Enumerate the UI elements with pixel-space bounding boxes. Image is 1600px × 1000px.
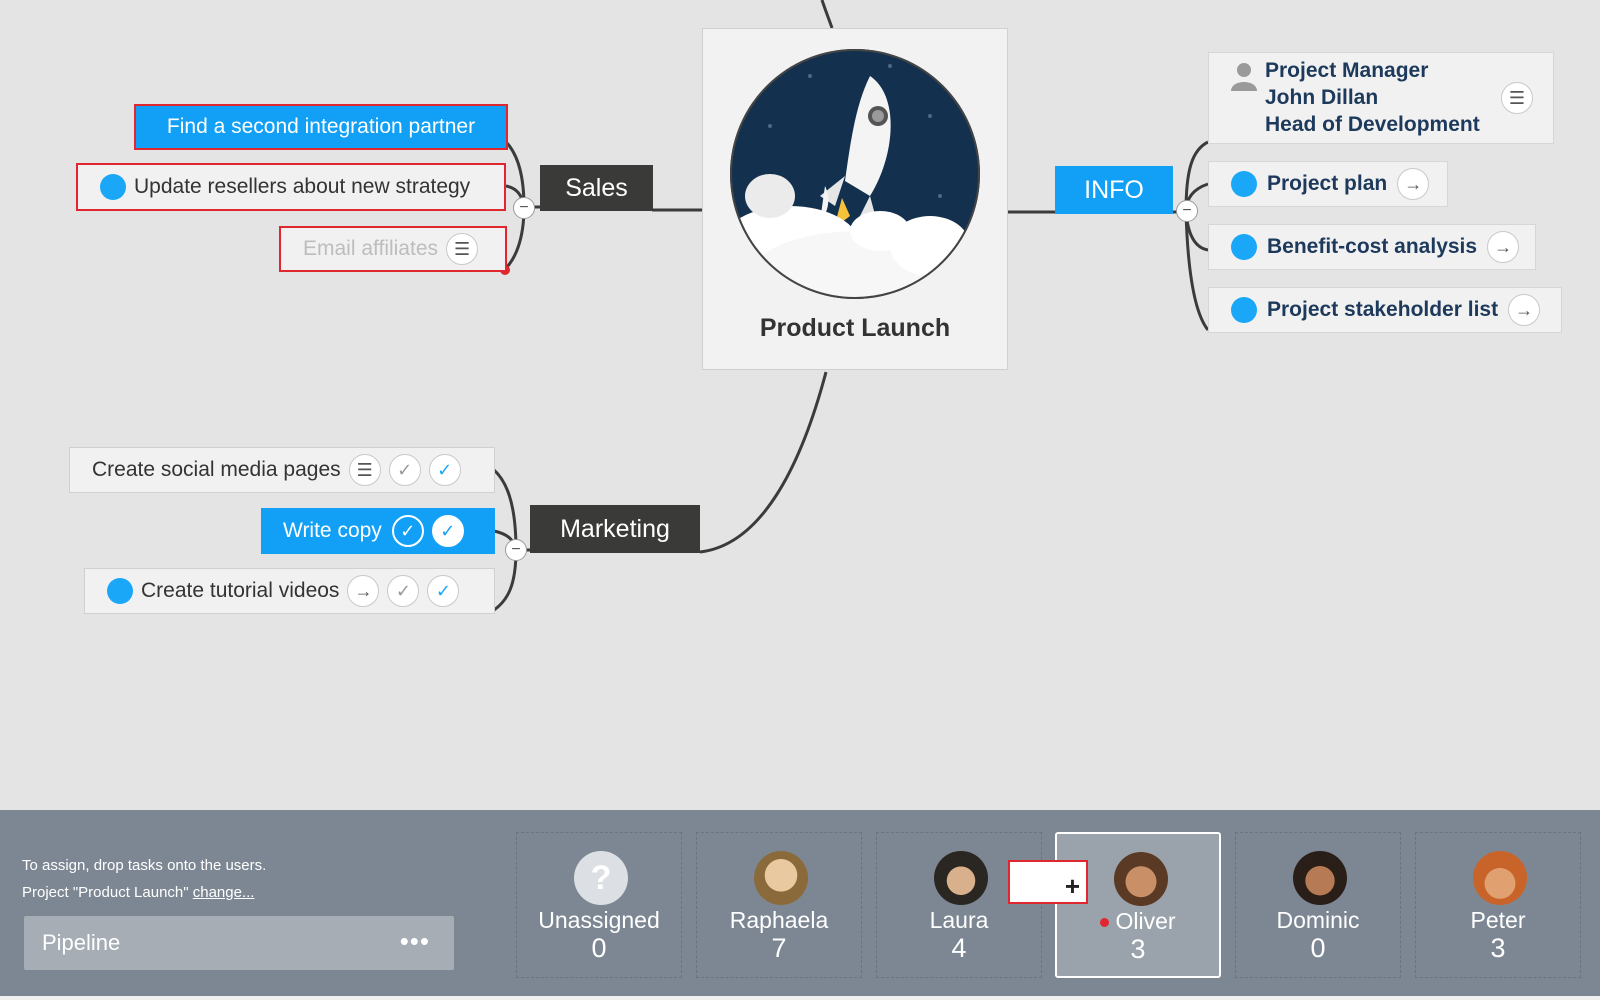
user-name: Unassigned xyxy=(538,907,660,933)
avatar xyxy=(754,851,808,905)
task-label: Find a second integration partner xyxy=(166,115,476,138)
avatar xyxy=(1114,852,1168,906)
pipeline-selector[interactable]: Pipeline ••• xyxy=(24,916,454,970)
status-dot-icon xyxy=(1231,297,1257,323)
arrow-right-icon[interactable]: → xyxy=(1397,168,1430,200)
hint-line: Project "Product Launch" change... xyxy=(22,879,266,906)
category-sales[interactable]: Sales xyxy=(540,165,653,211)
status-dot-icon xyxy=(100,174,126,200)
dragged-task-ghost: + xyxy=(1008,860,1088,904)
task-email-affiliates[interactable]: Email affiliates ☰ xyxy=(279,226,507,272)
pipeline-label: Pipeline xyxy=(42,930,121,955)
contact-line: John Dillan xyxy=(1265,86,1379,109)
user-name-text: Oliver xyxy=(1115,908,1176,934)
check-icon[interactable]: ✓ xyxy=(387,575,420,607)
more-options-icon[interactable]: ••• xyxy=(399,926,430,956)
user-name: Laura xyxy=(929,907,989,933)
user-task-count: 0 xyxy=(1310,933,1326,963)
info-item-stakeholder-list[interactable]: Project stakeholder list → xyxy=(1208,287,1562,333)
check-icon[interactable]: ✓ xyxy=(388,454,421,486)
check-complete-icon[interactable]: ✓ xyxy=(427,575,460,607)
central-node-title: Product Launch xyxy=(759,314,951,342)
user-oliver[interactable]: Oliver 3 xyxy=(1055,832,1221,978)
contact-line: Head of Development xyxy=(1265,113,1480,136)
user-name: Oliver xyxy=(1057,908,1219,935)
info-item-label: Benefit-cost analysis xyxy=(1267,235,1478,258)
collapse-sales-icon[interactable]: − xyxy=(513,197,535,219)
check-icon[interactable]: ✓ xyxy=(391,515,424,547)
hint-project: Project "Product Launch" xyxy=(22,884,193,901)
question-icon: ? xyxy=(574,851,628,905)
check-complete-icon[interactable]: ✓ xyxy=(428,454,461,486)
check-complete-icon[interactable]: ✓ xyxy=(431,515,464,547)
user-dominic[interactable]: Dominic 0 xyxy=(1235,832,1401,978)
user-task-count: 3 xyxy=(1490,933,1506,963)
task-write-copy[interactable]: Write copy ✓ ✓ xyxy=(261,508,495,554)
task-label: Create social media pages xyxy=(92,458,341,481)
category-label: Marketing xyxy=(560,514,670,543)
connector-top xyxy=(820,0,834,29)
contact-line: Project Manager xyxy=(1265,59,1429,82)
hint-line: To assign, drop tasks onto the users. xyxy=(22,857,267,874)
user-unassigned[interactable]: ? Unassigned 0 xyxy=(516,832,682,978)
assign-hint: To assign, drop tasks onto the users. Pr… xyxy=(22,852,266,906)
plus-icon: + xyxy=(1064,871,1080,901)
assignment-panel: To assign, drop tasks onto the users. Pr… xyxy=(0,810,1600,1000)
contact-card[interactable]: Project Manager John Dillan Head of Deve… xyxy=(1208,52,1554,144)
category-label: Sales xyxy=(565,173,628,202)
notes-icon[interactable]: ☰ xyxy=(348,454,381,486)
status-dot-icon xyxy=(1231,234,1257,260)
change-project-link[interactable]: change... xyxy=(192,884,255,901)
user-name: Dominic xyxy=(1276,907,1360,933)
status-dot-icon xyxy=(107,578,133,604)
connector-marketing xyxy=(699,371,828,554)
category-info[interactable]: INFO xyxy=(1055,166,1173,214)
collapse-marketing-icon[interactable]: − xyxy=(505,539,527,561)
user-task-count: 4 xyxy=(951,933,967,963)
collapse-info-icon[interactable]: − xyxy=(1176,200,1198,222)
person-icon xyxy=(1231,63,1257,91)
notes-icon[interactable]: ☰ xyxy=(1501,82,1533,114)
notes-icon[interactable]: ☰ xyxy=(446,233,479,265)
task-update-resellers[interactable]: Update resellers about new strategy xyxy=(76,163,506,211)
mind-map-canvas[interactable]: Find a second integration partner Update… xyxy=(0,0,1600,810)
user-raphaela[interactable]: Raphaela 7 xyxy=(696,832,862,978)
user-name: Raphaela xyxy=(729,907,829,933)
task-label: Write copy xyxy=(283,519,382,542)
info-item-label: Project plan xyxy=(1267,172,1388,195)
category-marketing[interactable]: Marketing xyxy=(530,505,700,553)
user-laura[interactable]: Laura 4 xyxy=(876,832,1042,978)
category-label: INFO xyxy=(1084,175,1144,204)
user-task-count: 7 xyxy=(771,933,787,963)
task-find-integration-partner[interactable]: Find a second integration partner xyxy=(134,104,508,150)
user-peter[interactable]: Peter 3 xyxy=(1415,832,1581,978)
info-item-benefit-cost[interactable]: Benefit-cost analysis → xyxy=(1208,224,1536,270)
task-create-tutorial-videos[interactable]: Create tutorial videos → ✓ ✓ xyxy=(84,568,495,614)
drop-indicator-icon xyxy=(1100,918,1110,928)
info-item-label: Project stakeholder list xyxy=(1267,298,1499,321)
central-node-product-launch[interactable]: Product Launch xyxy=(702,28,1008,370)
task-label: Update resellers about new strategy xyxy=(134,175,471,198)
task-create-social-media-pages[interactable]: Create social media pages ☰ ✓ ✓ xyxy=(69,447,495,493)
info-item-project-plan[interactable]: Project plan → xyxy=(1208,161,1448,207)
arrow-right-icon[interactable]: → xyxy=(347,575,380,607)
avatar xyxy=(934,851,988,905)
rocket-image xyxy=(730,49,980,299)
avatar xyxy=(1293,851,1347,905)
user-task-count: 3 xyxy=(1130,934,1146,964)
arrow-right-icon[interactable]: → xyxy=(1487,231,1520,263)
user-task-count: 0 xyxy=(591,933,607,963)
status-dot-icon xyxy=(1231,171,1257,197)
avatar xyxy=(1473,851,1527,905)
bottom-edge xyxy=(0,996,1600,1000)
arrow-right-icon[interactable]: → xyxy=(1508,294,1541,326)
user-name: Peter xyxy=(1470,907,1526,933)
task-label: Email affiliates xyxy=(303,237,439,260)
task-label: Create tutorial videos xyxy=(141,579,340,602)
